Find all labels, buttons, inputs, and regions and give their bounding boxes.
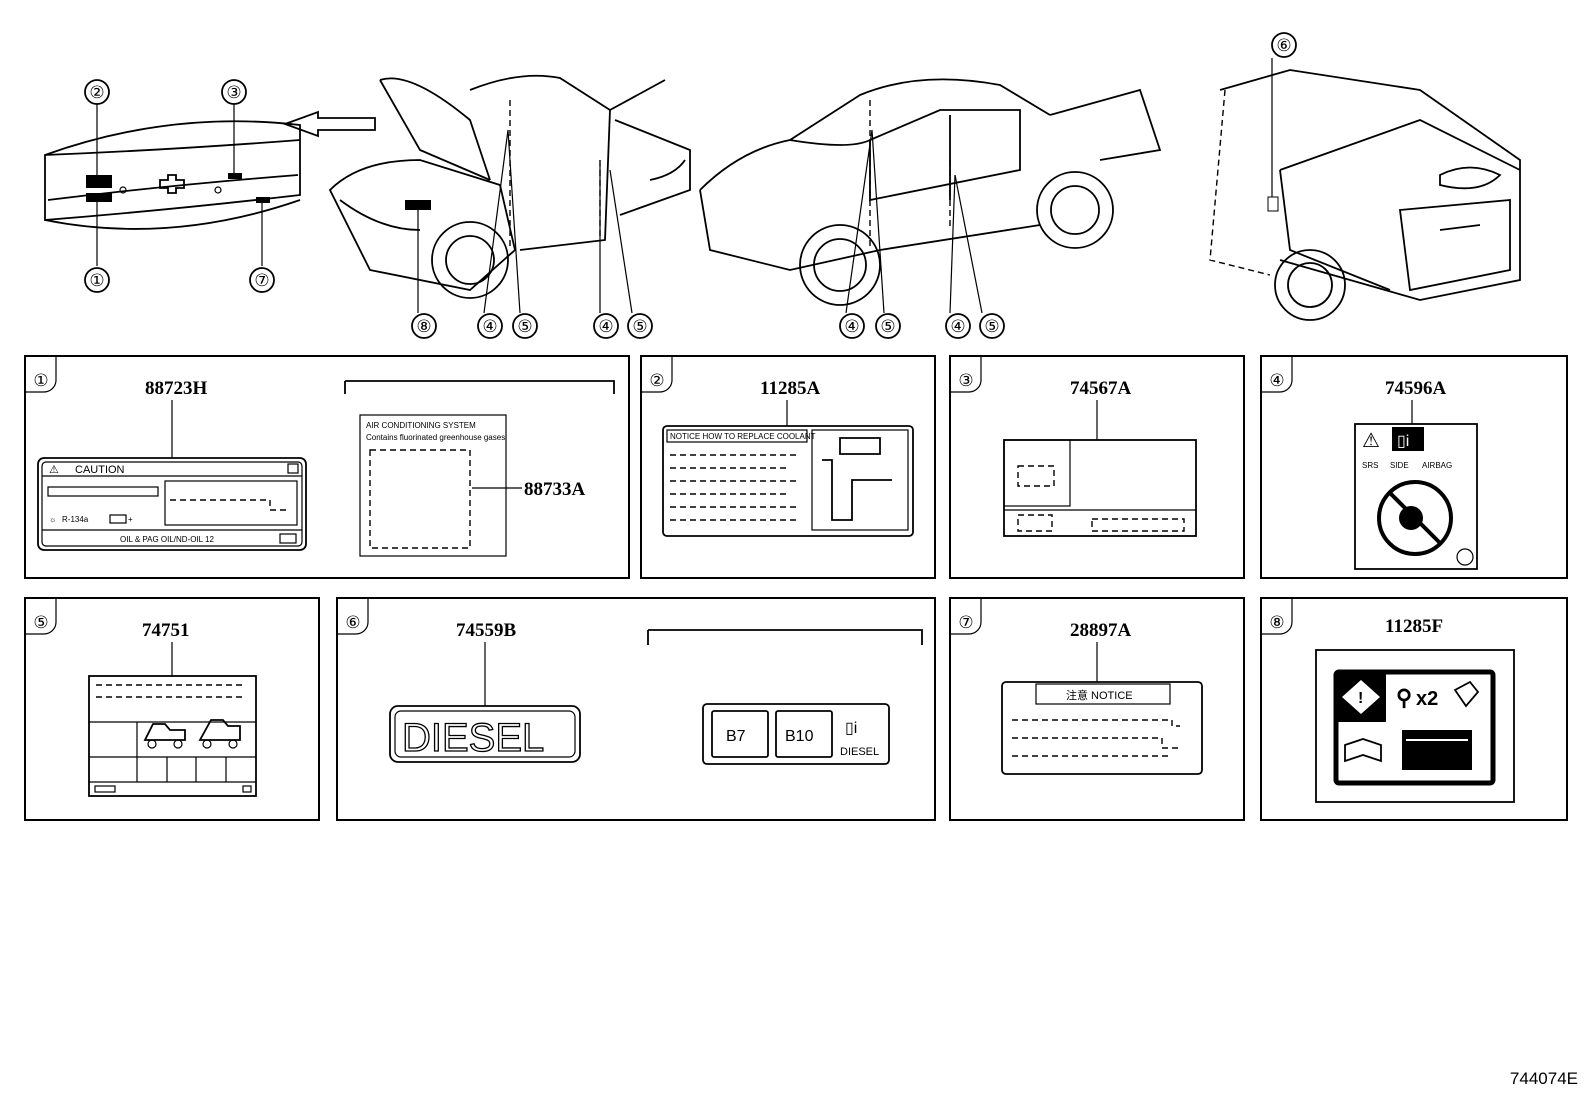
warning-diamond-icon [1342, 680, 1380, 714]
svg-text:AIR CONDITIONING SYSTEM: AIR CONDITIONING SYSTEM [366, 421, 476, 430]
svg-text:SIDE: SIDE [1390, 461, 1409, 470]
b10-label: B10 [785, 728, 814, 745]
svg-text:OIL & PAG OIL/ND-OIL 12: OIL & PAG OIL/ND-OIL 12 [120, 535, 215, 544]
svg-text:!: ! [1358, 690, 1363, 707]
panel-number: ⑥ [345, 613, 360, 632]
panel-4: ④ 74596A ⚠ ▯i SRS SIDE AIRBAG [1260, 355, 1568, 579]
svg-text:+: + [128, 515, 133, 524]
part-number: 74751 [142, 620, 190, 641]
svg-text:DIESEL: DIESEL [840, 746, 879, 758]
svg-text:④: ④ [482, 317, 497, 336]
panel-number: ④ [1269, 371, 1284, 390]
svg-text:⑤: ⑤ [632, 317, 647, 336]
reservoir-icon [1402, 730, 1472, 770]
svg-text:②: ② [89, 83, 104, 102]
part-number-2: 88733A [524, 479, 586, 500]
coolant-jug-icon [1453, 680, 1480, 708]
svg-text:SRS: SRS [1362, 461, 1378, 470]
truck-rear-illustration [1209, 58, 1521, 321]
panel-number: ⑦ [958, 613, 973, 632]
panel-3: ③ 74567A [949, 355, 1245, 579]
svg-text:①: ① [89, 271, 104, 290]
svg-text:④: ④ [844, 317, 859, 336]
part-number: 74559B [456, 620, 517, 641]
panel-1: ① 88723H ⚠ CAUTION ☼ R-134a + OIL & PAG … [24, 355, 630, 579]
svg-text:③: ③ [226, 83, 241, 102]
panel-number: ③ [958, 371, 973, 390]
part-number: 88723H [145, 378, 208, 399]
part-number: 11285F [1385, 616, 1443, 637]
no-child-seat-icon [1377, 480, 1453, 556]
truck-front-hood-open-illustration [328, 74, 691, 314]
part-number: 74596A [1385, 378, 1447, 399]
truck-icon-2 [198, 719, 241, 741]
panel-6: ⑥ 74559B DIESEL B7 B10 ▯i DIESEL [336, 597, 936, 821]
svg-text:⑤: ⑤ [880, 317, 895, 336]
manual-icon: ▯i [845, 720, 857, 737]
panel-number: ① [33, 371, 48, 390]
manual-book-icon [1344, 738, 1382, 763]
panel-number: ⑧ [1269, 613, 1284, 632]
panel-2: ② 11285A NOTICE HOW TO REPLACE COOLANT [640, 355, 936, 579]
callout-markers: ② ③ ① ⑦ ⑧ ④ ⑤ ④ ⑤ ④ ⑤ ④ ⑤ ⑥ [84, 32, 1297, 339]
svg-text:⑤: ⑤ [984, 317, 999, 336]
part-number: 74567A [1070, 378, 1132, 399]
truck-side-illustration [699, 78, 1162, 314]
svg-text:⑤: ⑤ [517, 317, 532, 336]
svg-text:④: ④ [950, 317, 965, 336]
part-number: 11285A [760, 378, 820, 399]
panel-7: ⑦ 28897A 注意 NOTICE [949, 597, 1245, 821]
svg-text:AIRBAG: AIRBAG [1422, 461, 1452, 470]
hood-underside-illustration [44, 104, 301, 266]
svg-text:Contains fluorinated greenhous: Contains fluorinated greenhouse gases [366, 433, 505, 442]
panel-number: ⑤ [33, 613, 48, 632]
manual-icon: ▯i [1397, 433, 1409, 450]
svg-text:④: ④ [598, 317, 613, 336]
direction-arrow [282, 110, 376, 138]
warning-icon: ⚠ [1362, 430, 1380, 452]
diesel-emblem: DIESEL [402, 716, 544, 760]
figure-code: 744074E [1509, 1069, 1578, 1088]
panel-8: ⑧ 11285F ! ⚲ x2 [1260, 597, 1568, 821]
part-number: 28897A [1070, 620, 1132, 641]
svg-text:NOTICE HOW TO REPLACE COOLANT: NOTICE HOW TO REPLACE COOLANT [670, 432, 816, 441]
panel-5: ⑤ 74751 [24, 597, 320, 821]
b7-label: B7 [726, 728, 746, 745]
svg-text:⑥: ⑥ [1276, 36, 1291, 55]
svg-text:R-134a: R-134a [62, 515, 89, 524]
pump-icon: ⚲ [1396, 685, 1412, 710]
notice-label: 注意 NOTICE [1066, 688, 1133, 702]
truck-icon [143, 723, 186, 741]
svg-text:⑧: ⑧ [416, 317, 431, 336]
panel-number: ② [649, 371, 664, 390]
svg-text:⚠: ⚠ [49, 464, 59, 476]
svg-text:☼: ☼ [49, 515, 56, 524]
svg-text:x2: x2 [1416, 688, 1438, 710]
caution-label: CAUTION [75, 464, 125, 476]
svg-text:⑦: ⑦ [254, 271, 269, 290]
